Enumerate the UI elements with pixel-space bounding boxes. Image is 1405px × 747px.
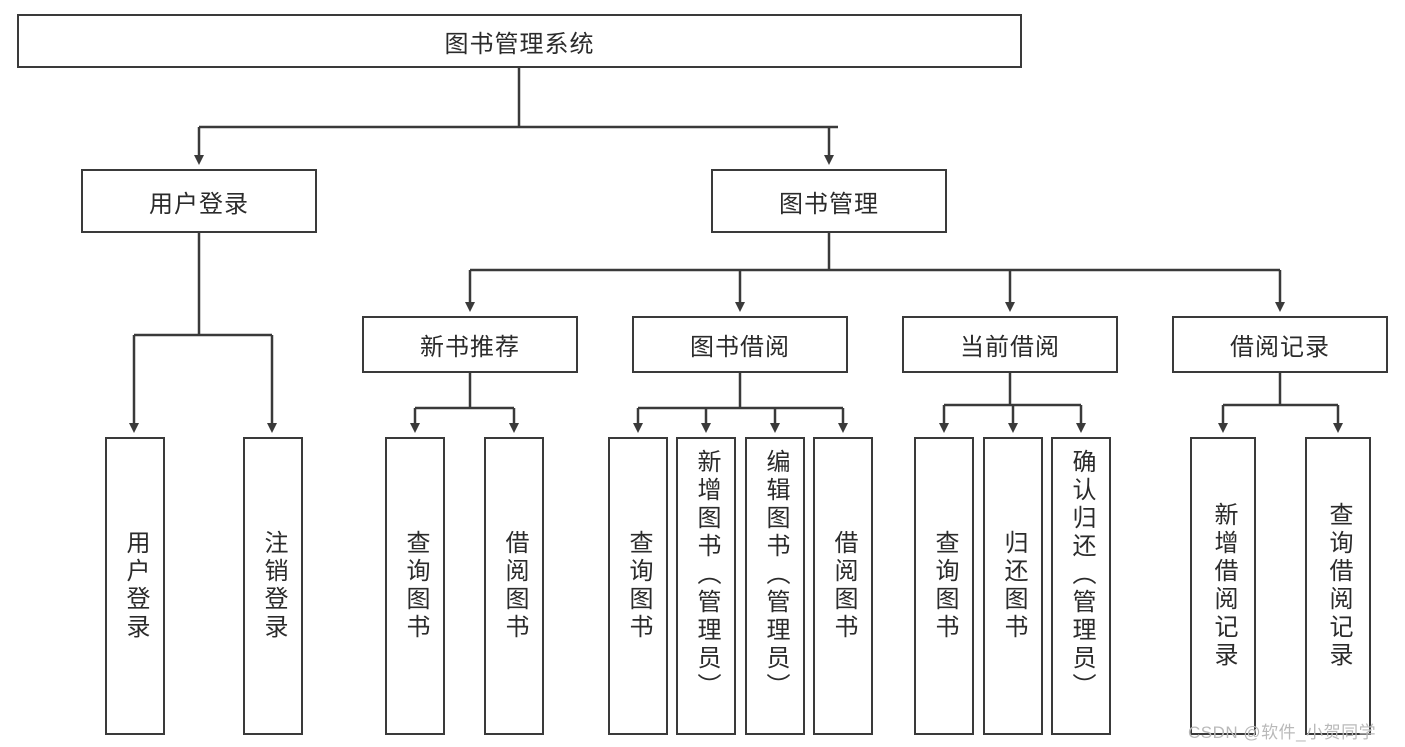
leaf-label: 用户登录 (122, 530, 149, 642)
leaf-label: 查询图书 (931, 530, 958, 642)
leaf-label: 查询图书 (402, 530, 429, 642)
leaf-label: 注销登录 (260, 530, 287, 642)
leaf-borrow-query-book[interactable]: 查询图书 (608, 437, 668, 735)
leaf-newbook-borrow-book[interactable]: 借阅图书 (484, 437, 544, 735)
leaf-user-login-login[interactable]: 用户登录 (105, 437, 165, 735)
node-book-borrow-label: 图书借阅 (690, 334, 790, 361)
leaf-label: 新增借阅记录 (1210, 502, 1237, 670)
leaf-current-confirm-return-admin[interactable]: 确认归还（管理员） (1051, 437, 1111, 735)
leaf-label: 归还图书 (1000, 530, 1027, 642)
leaf-label: 编辑图书（管理员） (762, 449, 789, 701)
leaf-label: 借阅图书 (501, 530, 528, 642)
node-user-login-label: 用户登录 (149, 190, 249, 218)
node-new-book-recommend-label: 新书推荐 (420, 334, 520, 361)
leaf-label: 查询图书 (625, 530, 652, 642)
node-root-label: 图书管理系统 (444, 30, 595, 58)
leaf-label: 查询借阅记录 (1325, 502, 1352, 670)
leaf-label: 确认归还（管理员） (1068, 449, 1095, 701)
leaf-label: 新增图书（管理员） (693, 449, 720, 701)
leaf-label: 借阅图书 (830, 530, 857, 642)
leaf-newbook-query-book[interactable]: 查询图书 (385, 437, 445, 735)
node-borrow-record[interactable]: 借阅记录 (1172, 316, 1388, 373)
leaf-record-query-record[interactable]: 查询借阅记录 (1305, 437, 1371, 735)
node-book-management-label: 图书管理 (779, 190, 879, 218)
leaf-record-add-record[interactable]: 新增借阅记录 (1190, 437, 1256, 735)
leaf-current-query-book[interactable]: 查询图书 (914, 437, 974, 735)
leaf-borrow-edit-book-admin[interactable]: 编辑图书（管理员） (745, 437, 805, 735)
node-borrow-record-label: 借阅记录 (1230, 334, 1330, 361)
node-root[interactable]: 图书管理系统 (17, 14, 1022, 68)
leaf-borrow-borrow-book[interactable]: 借阅图书 (813, 437, 873, 735)
node-book-management[interactable]: 图书管理 (711, 169, 947, 233)
leaf-user-login-logout[interactable]: 注销登录 (243, 437, 303, 735)
node-current-borrow[interactable]: 当前借阅 (902, 316, 1118, 373)
csdn-watermark: CSDN @软件_小贺同学 (1188, 723, 1377, 742)
node-user-login[interactable]: 用户登录 (81, 169, 317, 233)
leaf-current-return-book[interactable]: 归还图书 (983, 437, 1043, 735)
leaf-borrow-add-book-admin[interactable]: 新增图书（管理员） (676, 437, 736, 735)
node-book-borrow[interactable]: 图书借阅 (632, 316, 848, 373)
node-current-borrow-label: 当前借阅 (960, 334, 1060, 361)
node-new-book-recommend[interactable]: 新书推荐 (362, 316, 578, 373)
